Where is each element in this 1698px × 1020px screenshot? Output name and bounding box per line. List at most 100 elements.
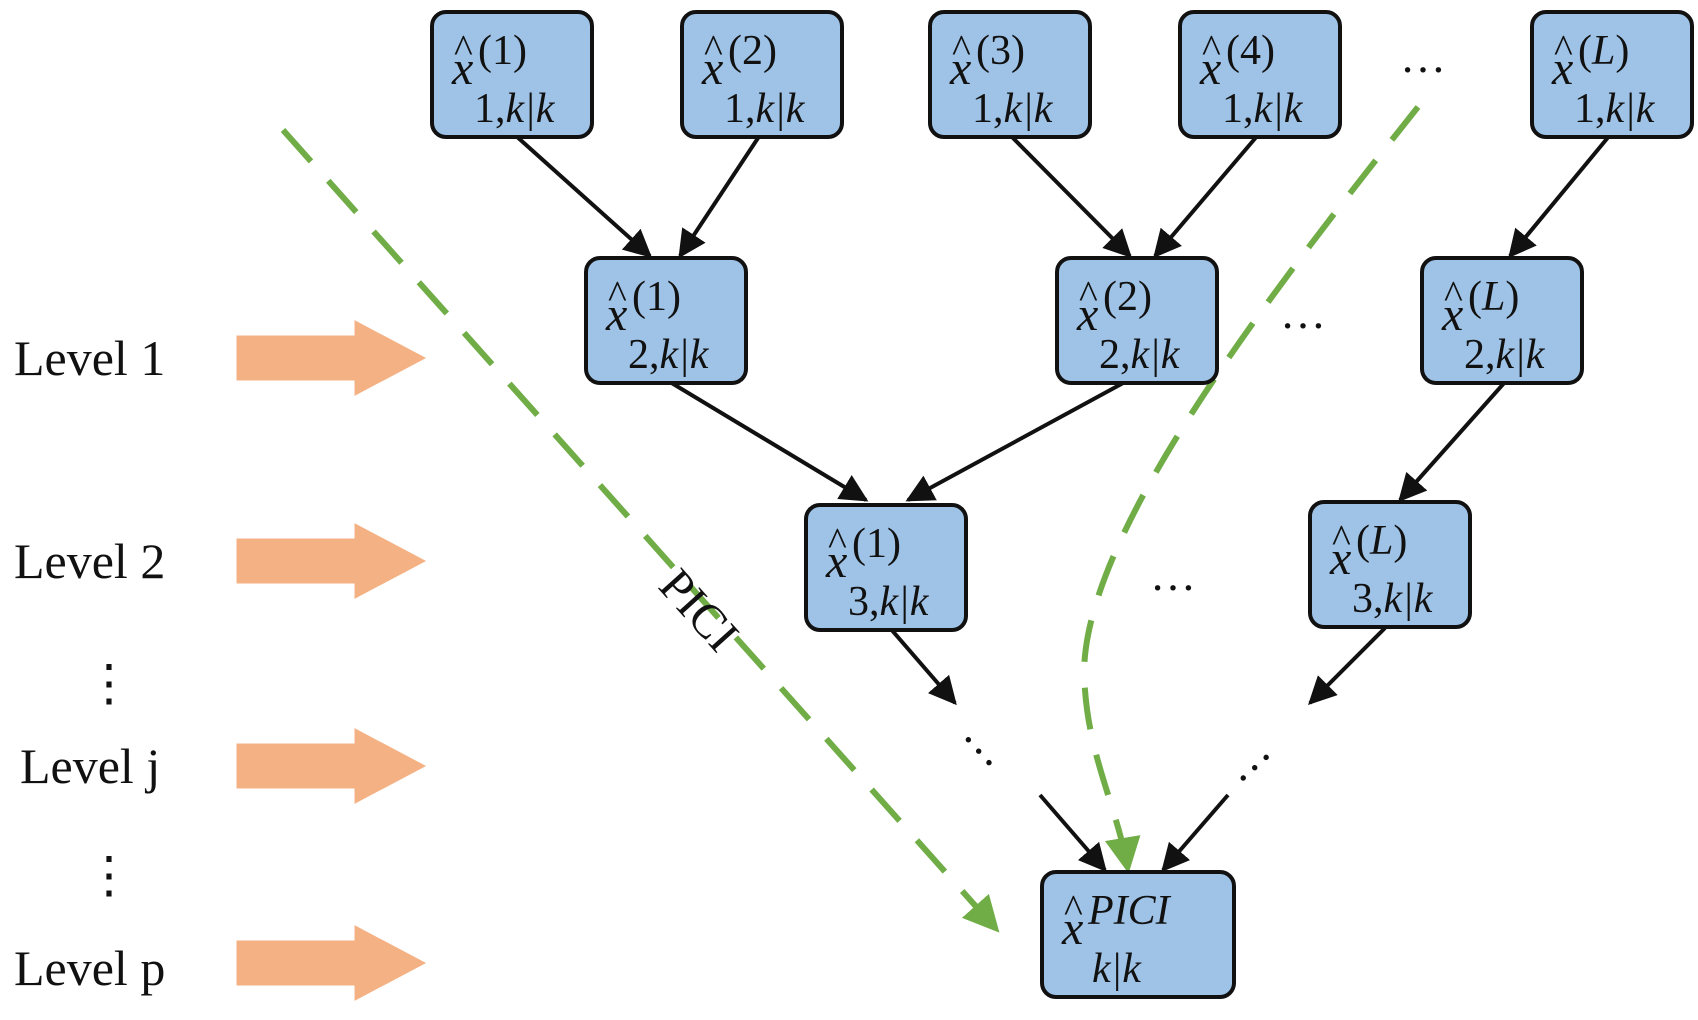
node-n1-2: ^x(2) 1,k|k <box>680 10 844 139</box>
node-subscript: 3,k|k <box>848 579 930 625</box>
node-symbol: x <box>825 535 847 588</box>
node-symbol: x <box>1199 42 1221 95</box>
edge-n3-L-down <box>1308 626 1387 705</box>
node-subscript: 2,k|k <box>1099 332 1181 378</box>
level-arrow-1 <box>236 320 427 396</box>
node-superscript: (1) <box>852 521 901 567</box>
node-n1-L: ^x(L) 1,k|k <box>1530 10 1694 139</box>
node-box <box>680 10 844 139</box>
level-arrow-2 <box>236 523 427 599</box>
hat-accent: ^ <box>952 26 971 71</box>
node-symbol: x <box>1441 288 1463 341</box>
node-symbol: x <box>1551 42 1573 95</box>
ellipsis-row2: … <box>1280 287 1326 338</box>
hat-accent: ^ <box>1079 272 1098 317</box>
level-label-vdots-2: ⋮ <box>84 847 134 903</box>
node-box <box>1040 870 1236 999</box>
node-box <box>1530 10 1694 139</box>
hat-accent: ^ <box>1064 886 1083 931</box>
node-box <box>804 503 968 632</box>
node-box <box>430 10 594 139</box>
node-box <box>1178 10 1342 139</box>
edge-n2-2-to-n3-1 <box>905 380 1126 502</box>
node-symbol: x <box>1061 902 1083 955</box>
edge-n1-3-to-n2-2 <box>1008 133 1132 258</box>
edge-left-to-pici <box>1038 793 1107 873</box>
node-n3-L: ^x(L)3,k|k <box>1308 500 1472 629</box>
hat-accent: ^ <box>454 26 473 71</box>
pici-dashed-arrow-curve <box>1081 105 1421 874</box>
node-symbol: x <box>451 42 473 95</box>
node-box <box>928 10 1092 139</box>
node-superscript: (L) <box>1468 274 1519 320</box>
hat-accent: ^ <box>828 519 847 564</box>
edge-n1-2-to-n2-1 <box>678 133 762 259</box>
edge-right-to-pici <box>1161 793 1230 873</box>
node-n1-4: ^x(4) 1,k|k <box>1178 10 1342 139</box>
node-subscript: 2,k|k <box>1464 332 1546 378</box>
level-column: Level 1 Level 2 ⋮ Level j ⋮ Level p <box>14 320 427 1001</box>
node-subscript: 1,k|k <box>1574 86 1656 132</box>
ellipses: … … … … … <box>954 31 1446 792</box>
node-superscript: (L) <box>1578 28 1629 74</box>
node-symbol: x <box>1076 288 1098 341</box>
ellipsis-row3: … <box>1150 549 1196 600</box>
edge-n1-1-to-n2-1 <box>513 133 653 258</box>
hat-accent: ^ <box>608 272 627 317</box>
hat-accent: ^ <box>1202 26 1221 71</box>
node-subscript: 1,k|k <box>474 86 556 132</box>
node-superscript: PICI <box>1087 888 1172 934</box>
hat-accent: ^ <box>1554 26 1573 71</box>
node-subscript: 1,k|k <box>1222 86 1304 132</box>
hat-accent: ^ <box>1332 516 1351 561</box>
tree-edges <box>513 133 1612 873</box>
edge-n1-4-to-n2-2 <box>1153 133 1260 259</box>
node-n2-2: ^x(2) 2,k|k <box>1055 256 1219 385</box>
pici-label: PICI <box>649 559 749 662</box>
node-symbol: x <box>949 42 971 95</box>
node-subscript: 1,k|k <box>972 86 1054 132</box>
node-box <box>1055 256 1219 385</box>
edge-n1-L-to-n2-L <box>1508 133 1612 259</box>
edge-n2-L-to-n3-L <box>1398 380 1507 503</box>
node-subscript: k|k <box>1092 946 1142 992</box>
node-superscript: (3) <box>976 28 1025 74</box>
level-label-2: Level 2 <box>14 533 165 589</box>
node-symbol: x <box>701 42 723 95</box>
edge-n3-1-down <box>888 626 957 706</box>
hat-accent: ^ <box>704 26 723 71</box>
node-n3-1: ^x(1) 3,k|k <box>804 503 968 632</box>
level-label-j: Level j <box>20 738 160 794</box>
nodes-layer: ^x(1)1,k|k^x(2)1,k|k^x(3)1,k|k^x(4)1,k|k… <box>430 10 1694 999</box>
node-subscript: 1,k|k <box>724 86 806 132</box>
node-box <box>1420 256 1584 385</box>
level-label-vdots-1: ⋮ <box>84 655 134 711</box>
node-superscript: (4) <box>1226 28 1275 74</box>
level-arrow-j <box>236 728 427 804</box>
node-superscript: (1) <box>478 28 527 74</box>
node-n1-3: ^x(3) 1,k|k <box>928 10 1092 139</box>
ellipsis-row1: … <box>1400 31 1446 82</box>
pici-dashed-arrow-left <box>280 128 1000 933</box>
level-label-1: Level 1 <box>14 330 165 386</box>
level-label-p: Level p <box>14 940 165 996</box>
node-n2-1: ^x(1) 2,k|k <box>584 256 748 385</box>
level-arrow-p <box>236 925 427 1001</box>
node-superscript: (2) <box>728 28 777 74</box>
node-subscript: 3,k|k <box>1352 576 1434 622</box>
node-box <box>1308 500 1472 629</box>
hat-accent: ^ <box>1444 272 1463 317</box>
node-superscript: (2) <box>1103 274 1152 320</box>
edge-n2-1-to-n3-1 <box>668 380 869 502</box>
node-box <box>584 256 748 385</box>
node-subscript: 2,k|k <box>628 332 710 378</box>
node-superscript: (1) <box>632 274 681 320</box>
node-n1-1: ^x(1) 1,k|k <box>430 10 594 139</box>
ellipsis-left-diagonal: … <box>954 708 1023 776</box>
node-n2-L: ^x(L) 2,k|k <box>1420 256 1584 385</box>
node-superscript: (L) <box>1356 518 1407 564</box>
node-symbol: x <box>605 288 627 341</box>
ellipsis-right-diagonal: … <box>1212 723 1280 792</box>
